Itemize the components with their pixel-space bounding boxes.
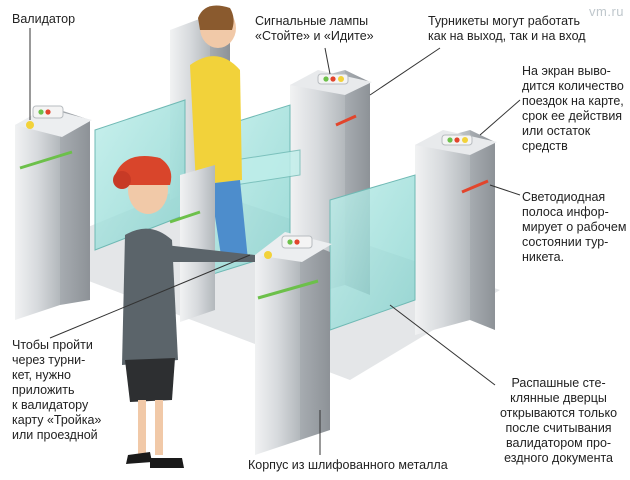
turnstile-front-middle [169, 165, 215, 322]
validator-button [26, 121, 34, 129]
led-strip-red-right [461, 179, 489, 194]
led-strip-green [19, 150, 73, 170]
label-how-to-pass: Чтобы пройти через турни- кет, нужно при… [12, 338, 102, 442]
validator-lamp-red [45, 109, 51, 115]
label-screen: На экран выво- дится количество поездок … [522, 64, 624, 153]
led-strip-green-front [257, 279, 319, 300]
label-body-metal: Корпус из шлифованного металла [248, 458, 448, 472]
led-strip-red [335, 114, 357, 127]
leader-lines [29, 28, 521, 455]
validator-button-yellow [338, 76, 344, 82]
turnstile-front-left [15, 105, 92, 320]
label-both-ways: Турникеты могут работать как на выход, т… [428, 14, 586, 43]
signal-lamp-green [323, 76, 329, 82]
front-lamp-red [294, 239, 300, 245]
validator-lamp-green [38, 109, 44, 115]
label-glass-doors: Распашные сте- клянные дверцы открываютс… [500, 376, 618, 465]
screen-button-yellow [462, 137, 468, 143]
led-strip-green-middle [169, 210, 201, 224]
label-validator: Валидатор [12, 12, 76, 26]
turnstile-front-right [255, 232, 332, 455]
turnstile-back-right [415, 130, 497, 335]
signal-lamp-red [330, 76, 336, 82]
watermark: vm.ru [589, 4, 624, 19]
screen-lamp-red [454, 137, 460, 143]
label-led-strip: Светодиодная полоса инфор- мирует о рабо… [522, 190, 627, 264]
label-signal-lamps: Сигнальные лампы «Стойте» и «Идите» [255, 14, 374, 43]
front-lamp-green [287, 239, 293, 245]
screen-lamp-green [447, 137, 453, 143]
front-validator-button [264, 251, 272, 259]
